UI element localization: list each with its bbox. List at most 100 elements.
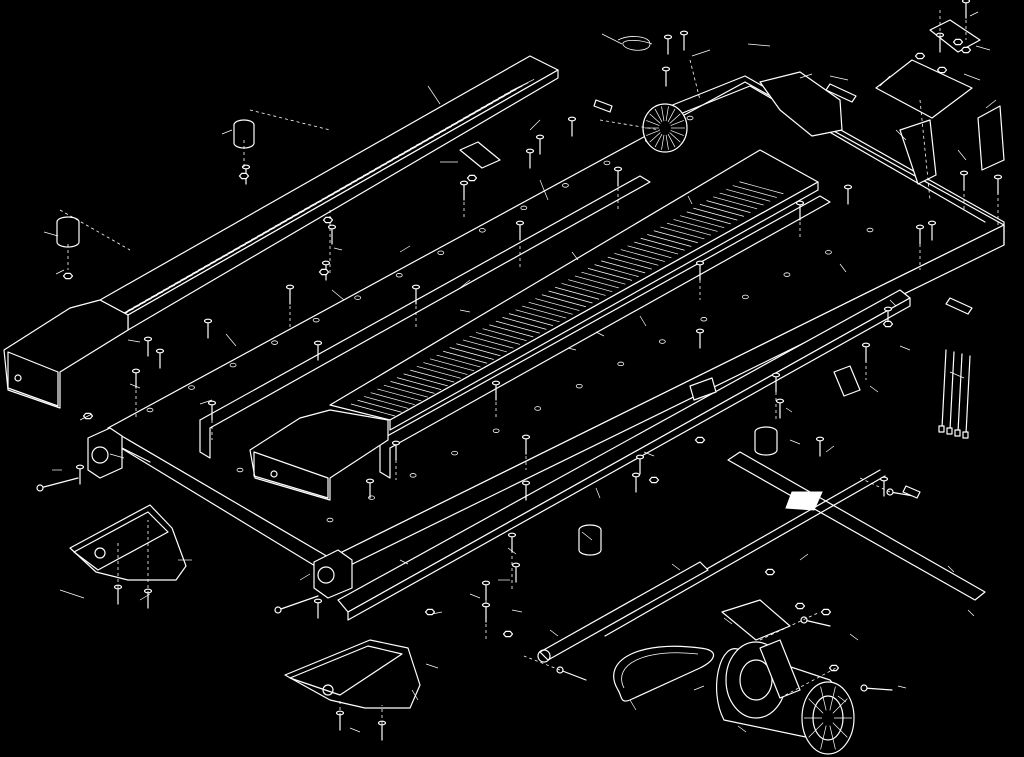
hex-nut (648, 476, 660, 484)
pulley-rib (654, 108, 663, 123)
hex-nut (882, 320, 894, 328)
screw-head (521, 480, 531, 486)
callout-leader (333, 247, 343, 251)
rail-hatch-line (504, 82, 529, 96)
rail-hatch-line (680, 215, 725, 229)
rail-hatch-line (653, 230, 698, 244)
rail-hatch-line (482, 328, 527, 342)
rail-hatch-line (489, 324, 534, 338)
rail-hatch-line (362, 163, 388, 176)
screw-head (679, 30, 689, 36)
callout-leader (549, 629, 559, 637)
rail-hatch-line (145, 288, 170, 301)
rear-end-cap-right (249, 409, 389, 501)
deck-hole (437, 250, 445, 255)
callout-leader (595, 331, 605, 337)
deck-hole (741, 294, 749, 300)
rail-hatch-line (262, 220, 288, 234)
deck-hole (866, 227, 874, 233)
pulley-rib (649, 113, 661, 124)
callout-leader (837, 695, 847, 703)
rail-hatch-line (415, 133, 441, 146)
rail-hatch-line (390, 381, 435, 394)
rail-hatch-line (250, 227, 276, 241)
flywheel-rib (832, 722, 848, 738)
tie-strap-head (938, 425, 945, 433)
rail-hatch-line (357, 399, 402, 413)
rail-hatch-line (502, 317, 547, 330)
rail-hatch-line (732, 185, 777, 198)
callout-leader (985, 99, 997, 109)
rail-hatch-line (127, 298, 152, 311)
callout-leader (129, 383, 141, 389)
callout-leader (427, 85, 441, 105)
callout-leader (799, 73, 813, 79)
screw-head (131, 368, 141, 374)
deck-hole (492, 428, 500, 433)
callout-leader (639, 315, 647, 327)
rail-hatch-line (647, 234, 692, 247)
hex-nut (238, 172, 250, 180)
callout-leader (79, 413, 93, 421)
pulley-rib (661, 106, 665, 122)
rail-hatch-line (660, 226, 705, 240)
rail-hatch-line (568, 279, 613, 293)
pulley-rib (665, 134, 669, 150)
rail-hatch-line (198, 257, 223, 271)
rail-hatch-line (133, 294, 158, 308)
rail-hatch-line (673, 219, 718, 232)
deck-hole (271, 340, 279, 345)
callout-leader (431, 611, 443, 615)
long-bolt (803, 619, 831, 627)
rail-hatch-line (443, 350, 488, 364)
explosion-line (689, 59, 701, 101)
rail-hatch-line (356, 166, 382, 180)
screw-head (391, 440, 401, 446)
bolt-head (274, 606, 282, 614)
deck-hole (146, 407, 154, 413)
pins (593, 83, 973, 499)
explosion-line (599, 119, 661, 131)
rail-hatch-line (719, 192, 764, 206)
rail-hatch-line (227, 240, 252, 254)
rail-hatch-line (633, 241, 679, 255)
rail-hatch-line (548, 290, 593, 304)
explosion-line (919, 99, 931, 201)
hex-nut (62, 272, 74, 280)
screw-head (241, 164, 251, 170)
deck-hole (700, 317, 708, 322)
callout-leader (349, 727, 361, 733)
rail-hatch-line (298, 200, 323, 214)
tie-strap-head (954, 429, 961, 437)
pulley-rib (667, 108, 676, 123)
callout-leader (747, 43, 771, 47)
rail-hatch-line (292, 203, 317, 217)
screw-head (313, 598, 323, 604)
rail-hatch-line (410, 369, 455, 383)
deck-hole (326, 517, 334, 523)
rail-hatch-line (174, 271, 199, 284)
explosion-line (523, 655, 561, 671)
rail-hatch-line (180, 267, 205, 281)
explosion-lines (59, 10, 999, 736)
rail-hatch-line (439, 119, 464, 133)
axle-rod (537, 561, 709, 663)
rail-hatch-line (535, 298, 580, 311)
rail-hatch-line (515, 309, 560, 323)
hex-nut (794, 602, 806, 610)
callout-leader (785, 407, 793, 413)
rail-hatch-line (686, 211, 731, 225)
rail-hatch-line (495, 320, 540, 334)
tie-strap (965, 355, 971, 435)
pulley-rib (661, 134, 665, 150)
rail-hatch-line (587, 268, 633, 281)
wire-harness (617, 36, 653, 51)
rail-hatch-line (451, 112, 476, 126)
hex-nut (424, 608, 436, 616)
screw-head (993, 174, 1003, 180)
deck-hole (575, 383, 583, 389)
tie-straps (938, 349, 971, 439)
deck-hole (783, 272, 791, 277)
rail-hatch-line (233, 237, 258, 251)
